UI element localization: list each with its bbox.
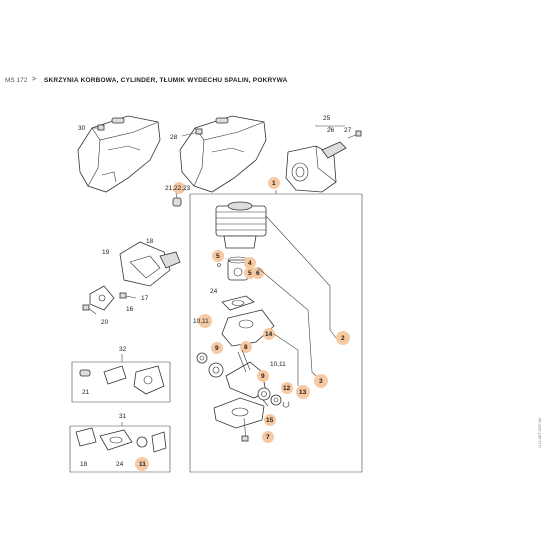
callout-7: 7 [266,434,270,441]
muffler[interactable] [285,145,337,193]
callout-2: 2 [341,335,345,342]
shroud-right[interactable] [179,115,267,193]
callout-marker-6 [252,267,264,279]
callout-28: 28 [170,134,178,141]
callout-marker-7 [262,431,274,443]
screw-28[interactable] [181,128,203,137]
callout-26: 26 [327,127,335,134]
gasket-18[interactable] [159,251,181,269]
callout-marker-11 [135,457,149,471]
screw-7[interactable] [241,417,249,442]
callout-marker-3 [314,374,328,388]
carrier-16[interactable] [89,285,115,311]
callout-10-11b: 10,11 [270,361,286,368]
callout-marker-10-11a [198,314,212,328]
page-header: MS 172 > SKRZYNIA KORBOWA, CYLINDER, TŁU… [0,74,550,90]
callout-marker-8 [240,341,252,353]
kit-31-parts[interactable] [75,427,167,453]
callout-9b: 9 [261,373,265,380]
breadcrumb-separator: > [32,76,37,83]
callout-11: 11 [139,461,146,468]
screw-20[interactable] [82,304,97,315]
callout-24a: 24 [210,288,218,295]
kit-32-parts[interactable] [79,365,165,395]
callout-marker-14 [263,328,275,340]
muffler-plate-26[interactable] [321,141,347,159]
callout-marker-12 [281,382,293,394]
callout-32: 32 [119,346,127,353]
piston[interactable] [227,256,249,281]
shroud-left[interactable] [77,115,161,193]
crankcase-upper[interactable] [221,309,275,347]
callout-10-11a: 10,11 [193,318,209,325]
screw-30[interactable] [92,124,105,131]
callout-marker-22 [173,182,185,194]
callout-14: 14 [265,331,273,338]
bearing-right[interactable] [257,387,271,401]
callout-marker-4 [244,257,256,269]
circlip[interactable] [217,263,221,267]
callout-9a: 9 [215,345,219,352]
callout-5b: 5 [248,270,252,277]
callout-5a: 5 [216,253,220,260]
bearing-left[interactable] [208,362,224,378]
callout-marker-9a [211,342,223,354]
crankcase-lower[interactable] [213,397,265,429]
callout-21-22-23: 21,22,23 [165,185,191,192]
callout-marker-1 [268,177,280,189]
callout-marker-5a [212,250,224,262]
callout-18b: 18 [80,461,88,468]
screw-27[interactable] [347,130,362,139]
spark-plug-boot[interactable] [172,192,182,207]
callout-25: 25 [323,115,331,122]
callout-marker-9b [257,370,269,382]
breadcrumb-model[interactable]: MS 172 [5,77,28,84]
page-title: SKRZYNIA KORBOWA, CYLINDER, TŁUMIK WYDEC… [44,77,288,84]
callout-17: 17 [141,295,149,302]
callout-marker-15 [264,414,276,426]
callout-19: 19 [102,249,110,256]
oil-seal-right[interactable] [270,394,282,406]
oil-seal-left[interactable] [196,352,208,364]
callout-21: 21 [82,389,90,396]
callout-1: 1 [272,180,276,187]
callout-13: 13 [299,389,307,396]
callout-12: 12 [283,385,291,392]
callout-24b: 24 [116,461,124,468]
callout-18a: 18 [146,238,154,245]
callout-30: 30 [78,125,86,132]
callout-6: 6 [256,270,260,277]
snap-ring-12[interactable] [282,401,290,408]
cylinder[interactable] [215,201,267,249]
document-id: 1141-GET-0007-A0 [538,417,542,448]
callout-4: 4 [248,260,252,267]
callout-20: 20 [101,319,109,326]
callout-8: 8 [244,344,248,351]
cover-19[interactable] [119,241,171,287]
callout-16: 16 [126,306,134,313]
callout-marker-2 [336,331,350,345]
callout-27: 27 [344,127,352,134]
callout-31: 31 [119,413,127,420]
callout-15: 15 [266,417,274,424]
gasket-24[interactable] [221,295,255,311]
callout-3: 3 [319,378,323,385]
screw-17[interactable] [119,292,137,299]
callout-marker-13 [296,385,310,399]
